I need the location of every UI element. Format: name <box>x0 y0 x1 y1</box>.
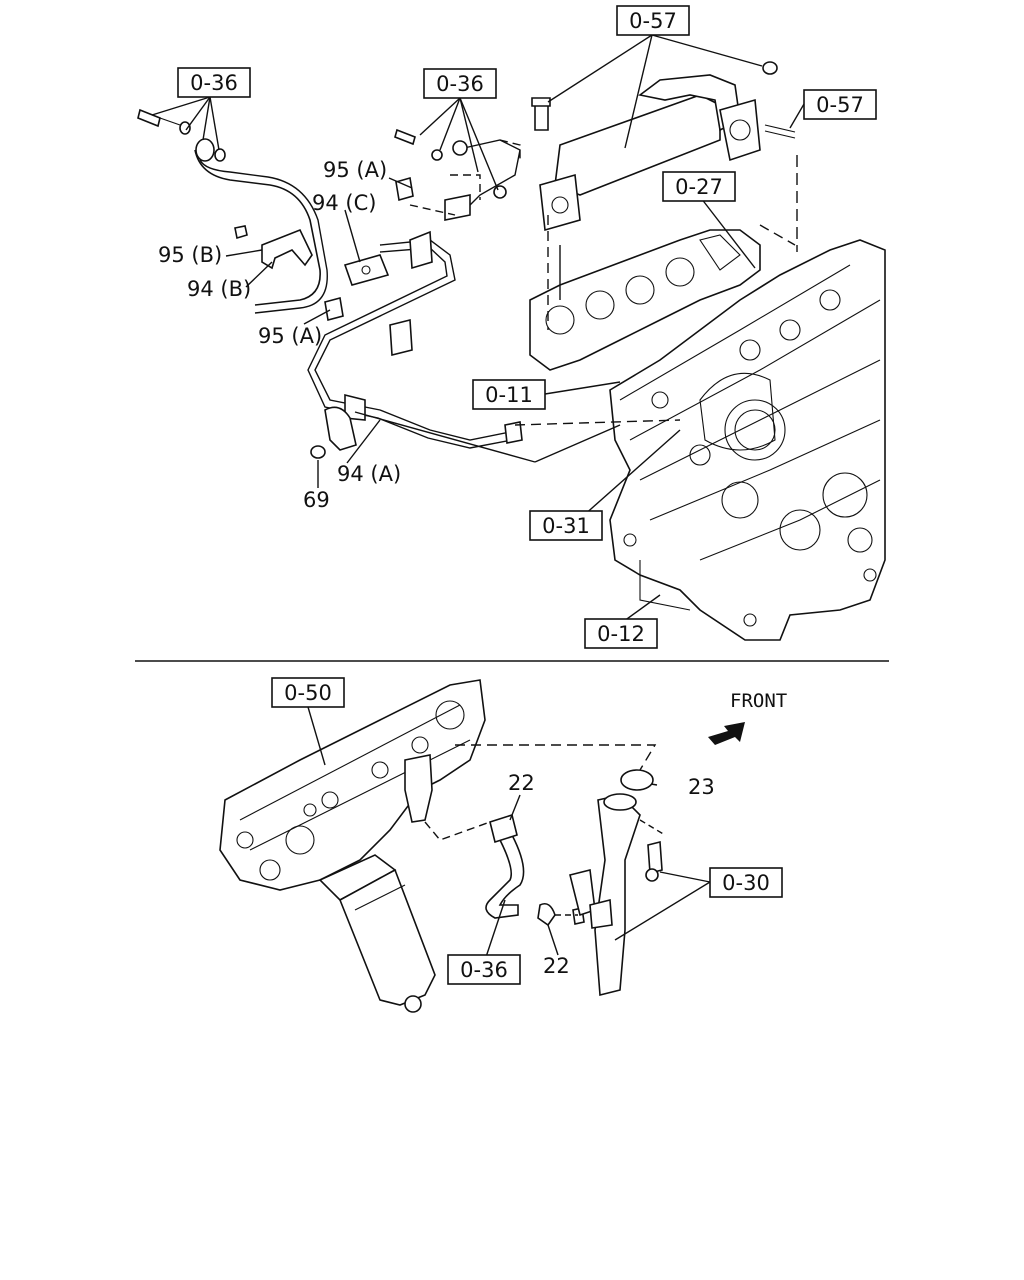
bottom-section: 0-50 0-30 0-36 22 22 23 FRONT <box>219 677 787 1013</box>
front-label: FRONT <box>730 690 787 712</box>
water-pipe-middle-illustration <box>307 128 523 449</box>
oil-filter-illustration <box>318 854 436 1013</box>
leader-lines-top <box>151 34 805 625</box>
ref-box-036-left-text: 0-36 <box>190 71 238 95</box>
part-label-95b: 95 (B) <box>158 243 222 267</box>
egr-cooler-illustration <box>531 61 796 232</box>
part-label-23: 23 <box>688 775 715 799</box>
ref-box-027[interactable]: 0-27 <box>662 171 736 202</box>
ref-box-011[interactable]: 0-11 <box>472 379 546 410</box>
water-pipe-bottom-illustration <box>569 793 663 997</box>
ref-box-057-right[interactable]: 0-57 <box>803 89 877 120</box>
ref-box-036-bottom[interactable]: 0-36 <box>447 954 521 985</box>
front-arrow-icon <box>708 722 745 745</box>
ref-box-050[interactable]: 0-50 <box>271 677 345 708</box>
hose-illustration <box>485 813 585 927</box>
ref-box-011-text: 0-11 <box>485 383 533 407</box>
ref-box-030[interactable]: 0-30 <box>709 867 783 898</box>
ref-box-057-top[interactable]: 0-57 <box>616 5 690 36</box>
o-ring-23-illustration <box>620 769 654 791</box>
part-label-95a-top: 95 (A) <box>323 158 387 182</box>
ref-box-031[interactable]: 0-31 <box>529 510 603 541</box>
oil-cooler-illustration <box>219 679 486 891</box>
ref-box-027-text: 0-27 <box>675 175 723 199</box>
clip-94b-illustration <box>234 225 313 270</box>
ref-box-036-bottom-text: 0-36 <box>460 958 508 982</box>
ref-box-057-top-text: 0-57 <box>629 9 677 33</box>
ref-box-036-mid-text: 0-36 <box>436 72 484 96</box>
ref-box-036-mid[interactable]: 0-36 <box>423 68 497 99</box>
ref-box-050-text: 0-50 <box>284 681 332 705</box>
leader-lines-bottom <box>307 706 711 958</box>
ref-box-057-right-text: 0-57 <box>816 93 864 117</box>
part-label-69: 69 <box>303 488 330 512</box>
part-label-22-bottom: 22 <box>543 954 570 978</box>
part-label-22-top: 22 <box>508 771 535 795</box>
engine-block-illustration <box>609 239 886 641</box>
top-section: 0-57 0-57 0-36 0-36 0-27 0-11 0-31 0-12 <box>137 5 886 649</box>
ref-box-012[interactable]: 0-12 <box>584 618 658 649</box>
exhaust-manifold-illustration <box>529 229 761 371</box>
front-indicator: FRONT <box>708 690 787 745</box>
part-label-94c: 94 (C) <box>312 191 376 215</box>
part-label-94b: 94 (B) <box>187 277 251 301</box>
clip-94c-illustration <box>343 254 390 286</box>
ref-box-012-text: 0-12 <box>597 622 645 646</box>
water-pipe-left-illustration <box>137 108 328 314</box>
ref-box-036-left[interactable]: 0-36 <box>177 67 251 98</box>
ref-box-031-text: 0-31 <box>542 514 590 538</box>
part-label-95a-low: 95 (A) <box>258 324 322 348</box>
ref-box-030-text: 0-30 <box>722 871 770 895</box>
part-label-94a: 94 (A) <box>337 462 401 486</box>
